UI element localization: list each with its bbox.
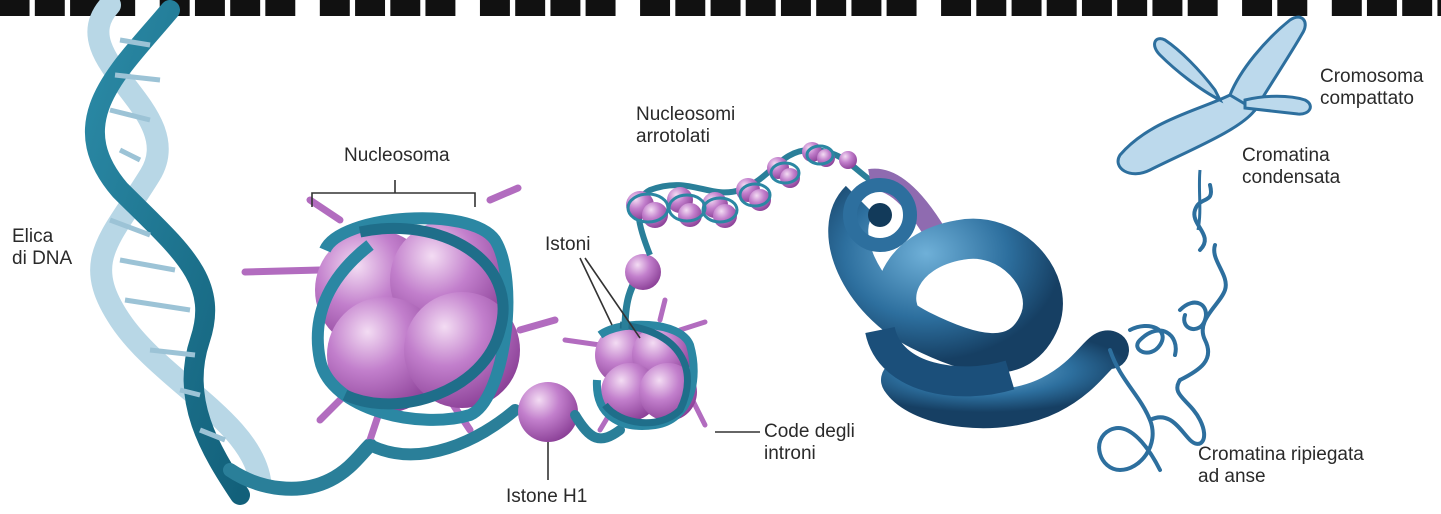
- label-tails-line2: introni: [764, 443, 855, 465]
- label-histones: Istoni: [545, 234, 590, 256]
- label-looped-chromatin: Cromatina ripiegata ad anse: [1198, 444, 1364, 488]
- histone-h1-ball: [518, 382, 578, 442]
- label-tails-line1: Code degli: [764, 421, 855, 443]
- label-condensed-chromatin: Cromatina condensata: [1242, 145, 1340, 189]
- compacted-chromosome: [1118, 17, 1310, 230]
- label-nucleosome-text: Nucleosoma: [344, 145, 450, 167]
- label-chromosome-line2: compattato: [1320, 88, 1423, 110]
- label-dna-helix-line2: di DNA: [12, 248, 72, 270]
- label-dna-helix-line1: Elica: [12, 226, 72, 248]
- label-intron-tails: Code degli introni: [764, 421, 855, 465]
- label-loops-line1: Cromatina ripiegata: [1198, 444, 1364, 466]
- label-coiled-line1: Nucleosomi: [636, 104, 735, 126]
- label-condensed-line1: Cromatina: [1242, 145, 1340, 167]
- label-nucleosome: Nucleosoma: [344, 145, 450, 167]
- label-dna-helix: Elica di DNA: [12, 226, 72, 270]
- label-loops-line2: ad anse: [1198, 466, 1364, 488]
- label-compacted-chromosome: Cromosoma compattato: [1320, 66, 1423, 110]
- label-histone-h1-text: Istone H1: [506, 486, 587, 508]
- label-condensed-line2: condensata: [1242, 167, 1340, 189]
- looped-chromatin: [1099, 185, 1226, 470]
- small-nucleosome: [565, 270, 705, 430]
- label-coiled-nucleosomes: Nucleosomi arrotolati: [636, 104, 735, 148]
- small-h1-ball: [625, 254, 661, 290]
- label-coiled-line2: arrotolati: [636, 126, 735, 148]
- solenoid-fiber: [848, 180, 1110, 410]
- nucleosome-bracket: [312, 180, 475, 207]
- label-chromosome-line1: Cromosoma: [1320, 66, 1423, 88]
- label-histones-text: Istoni: [545, 234, 590, 256]
- label-histone-h1: Istone H1: [506, 486, 587, 508]
- large-nucleosome: [245, 188, 555, 454]
